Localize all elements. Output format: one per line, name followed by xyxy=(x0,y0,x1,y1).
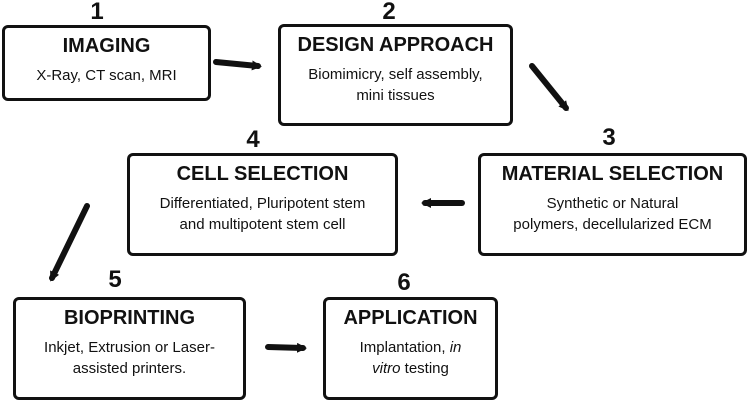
step-6-description-italic-in: in xyxy=(449,339,462,356)
step-5-title: BIOPRINTING xyxy=(63,307,196,329)
step-3-description-line-2: polymers, decellularized ECM xyxy=(513,216,712,233)
step-6-description-line-2-text: testing xyxy=(400,360,449,377)
step-4-number: 4 xyxy=(246,126,260,153)
step-4-box: CELL SELECTION Differentiated, Pluripote… xyxy=(127,153,398,256)
step-4-description: Differentiated, Pluripotent stem and mul… xyxy=(130,193,395,235)
step-6-description-line-1: Implantation, in xyxy=(332,337,489,358)
step-6-description: Implantation, in vitro testing xyxy=(326,337,495,379)
step-5-description-line-2: assisted printers. xyxy=(72,360,187,377)
step-5-box: BIOPRINTING Inkjet, Extrusion or Laser- … xyxy=(13,297,246,400)
step-2-description-line-1: Biomimicry, self assembly, xyxy=(308,66,483,83)
step-3-description: Synthetic or Natural polymers, decellula… xyxy=(481,193,744,235)
step-6-title: APPLICATION xyxy=(343,307,478,329)
step-3-description-line-1: Synthetic or Natural xyxy=(546,195,679,212)
step-2-description-line-2: mini tissues xyxy=(356,87,435,104)
step-4-description-line-2: and multipotent stem cell xyxy=(179,216,346,233)
arrow-4-to-5 xyxy=(49,203,90,282)
arrow-2-to-3 xyxy=(529,63,569,112)
step-6-number: 6 xyxy=(397,269,411,296)
step-1-title: IMAGING xyxy=(62,35,151,57)
step-3-box: MATERIAL SELECTION Synthetic or Natural … xyxy=(478,153,747,256)
step-1-number: 1 xyxy=(90,0,104,25)
step-1-description: X-Ray, CT scan, MRI xyxy=(36,67,177,84)
arrow-1-to-2 xyxy=(213,59,262,71)
step-3-title: MATERIAL SELECTION xyxy=(501,163,724,185)
step-1-box: IMAGING X-Ray, CT scan, MRI xyxy=(2,25,211,101)
step-5-description: Inkjet, Extrusion or Laser- assisted pri… xyxy=(16,337,243,379)
step-6-description-line-1-text: Implantation, xyxy=(359,339,450,356)
step-2-number: 2 xyxy=(382,0,396,25)
step-2-box: DESIGN APPROACH Biomimicry, self assembl… xyxy=(278,24,513,126)
step-4-description-line-1: Differentiated, Pluripotent stem xyxy=(159,195,366,212)
step-6-box: APPLICATION Implantation, in vitro testi… xyxy=(323,297,498,400)
step-4-title: CELL SELECTION xyxy=(176,163,349,185)
step-6-description-italic-vitro: vitro xyxy=(372,360,401,377)
step-6-description-line-2: vitro testing xyxy=(332,358,489,379)
step-5-description-line-1: Inkjet, Extrusion or Laser- xyxy=(44,339,215,356)
step-5-number: 5 xyxy=(108,266,122,293)
step-2-title: DESIGN APPROACH xyxy=(297,34,494,56)
step-3-number: 3 xyxy=(602,124,616,151)
arrow-5-to-6 xyxy=(265,342,307,353)
step-2-description: Biomimicry, self assembly, mini tissues xyxy=(281,64,510,106)
